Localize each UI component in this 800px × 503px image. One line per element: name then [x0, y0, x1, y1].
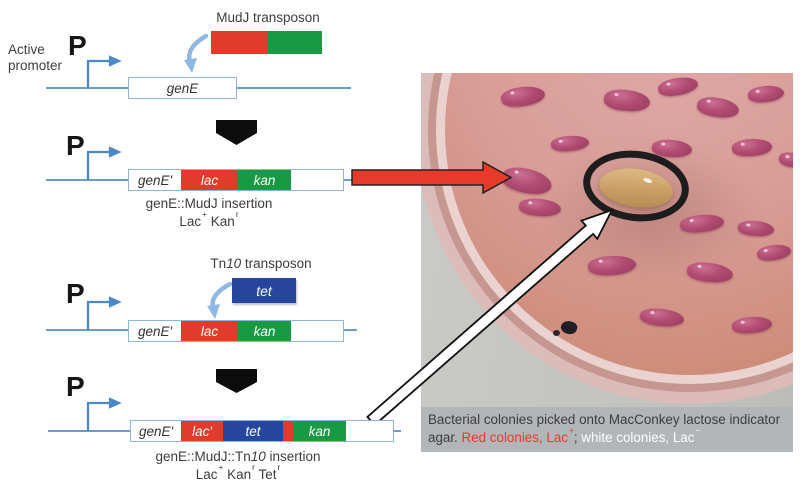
promoter-arrow-icon [86, 55, 122, 431]
active-promoter-label: Active promoter [8, 42, 63, 73]
tn10-transposon-label: Tn10 transposon [210, 256, 312, 271]
red-colony [737, 219, 775, 237]
red-colony [603, 87, 651, 113]
red-colonies-group [421, 73, 793, 407]
promoter-letter: P [66, 371, 85, 402]
genE-mudj-tn10-construct: genE' lac' tet kan [130, 420, 394, 442]
red-colony [777, 150, 793, 170]
red-colony [639, 306, 685, 328]
red-colony [550, 133, 590, 153]
segment-lac: lac [181, 321, 238, 341]
promoter-letter: P [66, 130, 85, 161]
red-colony [587, 253, 637, 277]
tn10-tet-box: tet [232, 278, 296, 303]
red-colony [731, 137, 773, 157]
genE-mudj-construct: genE' lac kan [128, 169, 344, 191]
segment-kan: kan [238, 170, 291, 190]
segment-genE-prime: genE' [129, 321, 181, 341]
phenotype-label-2: Lac+ Kanr Tetr [195, 461, 281, 482]
red-colony [656, 74, 700, 98]
segment-kan: kan [293, 421, 346, 441]
mudj-kan-half [266, 31, 322, 54]
red-colony [518, 197, 562, 217]
red-colony [500, 164, 554, 198]
genE-gene-box: genE [128, 77, 237, 99]
mudj-lac-half [211, 31, 267, 54]
segment-blank [346, 421, 393, 441]
segment-genE: genE [129, 78, 236, 98]
construct-caption: genE::MudJ insertion [145, 196, 273, 211]
genE-mudj-construct-2: genE' lac kan [128, 320, 344, 342]
mudj-transposon-box [211, 31, 322, 54]
red-colony [747, 84, 785, 104]
promoter-letter: P [68, 30, 87, 61]
photo-caption: Bacterial colonies picked onto MacConkey… [421, 407, 793, 452]
segment-lac-prime: lac' [181, 421, 223, 441]
red-colony [695, 94, 741, 120]
segment-lac-strip [283, 421, 293, 441]
phenotype-label: Lac+ Kanr [179, 208, 239, 229]
segment-lac: lac [181, 170, 238, 190]
construct-caption-2: genE::MudJ::Tn10 insertion [155, 449, 321, 464]
red-colony [731, 315, 773, 335]
segment-genE-prime: genE' [131, 421, 181, 441]
marker-dot-small [553, 330, 560, 336]
segment-genE-prime: genE' [129, 170, 181, 190]
red-colony [679, 212, 725, 234]
red-colony [499, 83, 547, 109]
petri-plate-photo [421, 73, 793, 407]
segment-blank [291, 170, 343, 190]
red-colony [686, 260, 734, 284]
segment-blank [291, 321, 343, 341]
segment-kan: kan [238, 321, 291, 341]
red-colony [756, 242, 792, 262]
segment-tet: tet [223, 421, 283, 441]
promoter-letter: P [66, 278, 85, 309]
mudj-transposon-label: MudJ transposon [216, 10, 320, 25]
